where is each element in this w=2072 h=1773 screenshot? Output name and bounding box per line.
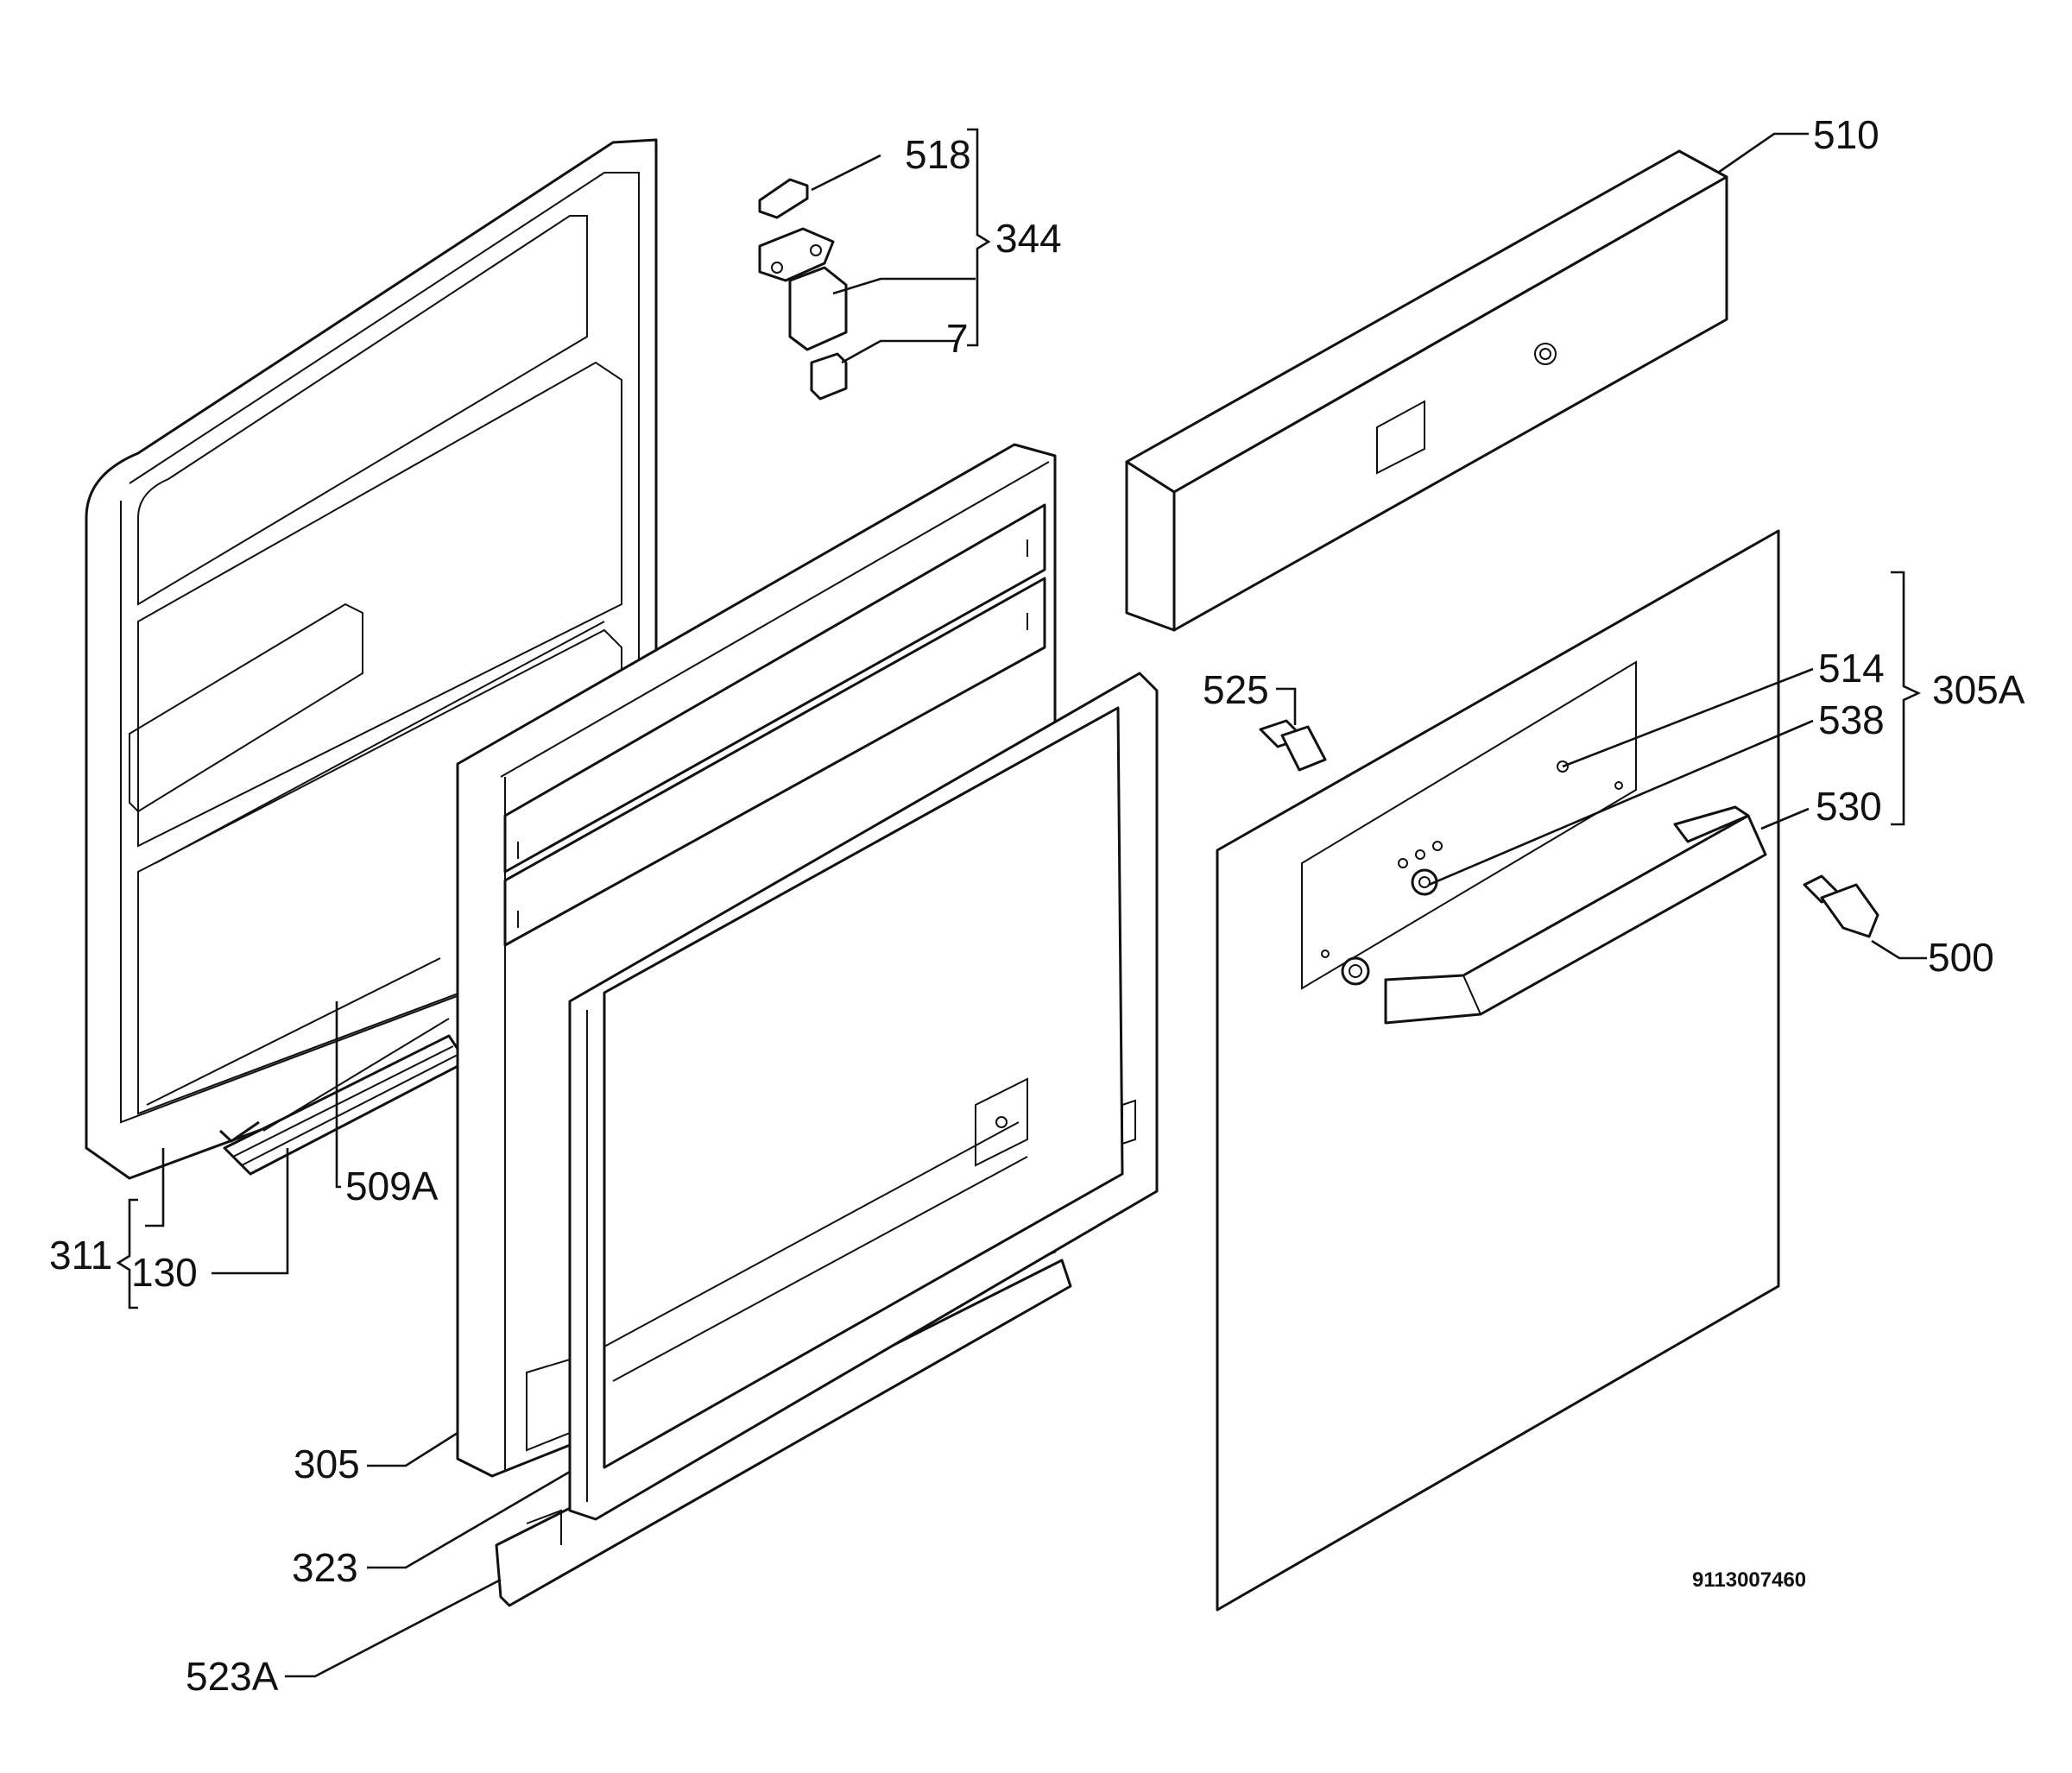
part-305a-outer-door-panel (1216, 529, 1780, 1612)
label-525: 525 (1203, 667, 1269, 712)
label-530: 530 (1816, 784, 1882, 829)
label-538: 538 (1818, 697, 1885, 742)
label-305a: 305A (1932, 667, 2025, 712)
part-530-door-handle (1384, 805, 1767, 1025)
label-510: 510 (1813, 112, 1879, 157)
part-323-inner-frame (568, 672, 1159, 1521)
label-305: 305 (294, 1442, 360, 1486)
part-500-selector-knob (1803, 874, 1879, 938)
part-518-lock-clip (758, 178, 809, 219)
leader-lines (116, 128, 1927, 1678)
part-525-knob-shaft (1259, 719, 1327, 772)
label-523a: 523A (186, 1654, 279, 1699)
part-labels: 518 344 7 510 525 514 538 305A 530 500 5… (49, 112, 2025, 1699)
label-514: 514 (1818, 646, 1885, 691)
label-130: 130 (131, 1250, 198, 1295)
label-344: 344 (995, 216, 1062, 261)
label-311: 311 (49, 1233, 112, 1278)
label-518: 518 (905, 132, 971, 177)
part-538-button (1341, 956, 1370, 986)
part-510-control-panel (1125, 149, 1728, 632)
part-523a-bottom-bracket (495, 1259, 1072, 1607)
label-323: 323 (292, 1545, 358, 1590)
label-500: 500 (1928, 935, 1994, 980)
part-344-lock-body (758, 227, 848, 351)
drawing-code: 9113007460 (1692, 1568, 1806, 1592)
part-7-microswitch (810, 352, 848, 401)
part-509a-130-seal-strip (218, 1018, 468, 1176)
label-509a: 509A (345, 1164, 439, 1208)
label-7: 7 (946, 316, 969, 361)
